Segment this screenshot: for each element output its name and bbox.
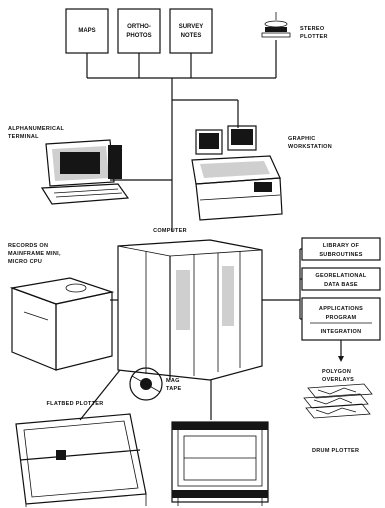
graphic-workstation-label-line2: WORKSTATION bbox=[288, 144, 332, 150]
applications-label-line3: INTEGRATION bbox=[321, 329, 362, 335]
georelational-label-line1: GEORELATIONAL bbox=[315, 273, 366, 279]
polygon-overlays-illustration bbox=[304, 384, 372, 418]
library-label-line1: LIBRARY OF bbox=[323, 243, 360, 249]
graphic-workstation-label-line1: GRAPHIC bbox=[288, 136, 315, 142]
alphanumerical-terminal-label-line1: ALPHANUMERICAL bbox=[8, 126, 64, 132]
orthophotos-label-line2: PHOTOS bbox=[126, 33, 151, 39]
maps-box: MAPS bbox=[66, 9, 108, 53]
computer-label: COMPUTER bbox=[153, 228, 187, 234]
maps-label: MAPS bbox=[78, 28, 95, 34]
survey-notes-label-line2: NOTES bbox=[181, 33, 202, 39]
flatbed-plotter-illustration bbox=[16, 414, 146, 507]
stereo-plotter-label-line2: PLOTTER bbox=[300, 34, 328, 40]
records-label-line1: RECORDS ON bbox=[8, 243, 48, 249]
library-of-subroutines-box: LIBRARY OF SUBROUTINES bbox=[302, 238, 380, 260]
drum-plotter-label: DRUM PLOTTER bbox=[312, 448, 359, 454]
records-label-line3: MICRO CPU bbox=[8, 259, 42, 265]
drum-plotter-illustration bbox=[172, 422, 268, 506]
stereo-plotter-label-line1: STEREO bbox=[300, 26, 325, 32]
polygon-overlays-label-line2: OVERLAYS bbox=[322, 377, 354, 383]
orthophotos-box: ORTHO- PHOTOS bbox=[118, 9, 160, 53]
library-label-line2: SUBROUTINES bbox=[319, 252, 362, 258]
applications-program-box: APPLICATIONS PROGRAM INTEGRATION bbox=[302, 298, 380, 340]
flatbed-plotter-label: FLATBED PLOTTER bbox=[47, 401, 104, 407]
mag-tape-label-line1: MAG bbox=[166, 378, 180, 384]
stereo-plotter-icon bbox=[262, 12, 290, 37]
georelational-data-base-box: GEORELATIONAL DATA BASE bbox=[302, 268, 380, 290]
applications-label-line2: PROGRAM bbox=[326, 315, 357, 321]
applications-label-line1: APPLICATIONS bbox=[319, 306, 363, 312]
georelational-label-line2: DATA BASE bbox=[324, 282, 358, 288]
survey-notes-label-line1: SURVEY bbox=[179, 24, 204, 30]
polygon-overlays-label-line1: POLYGON bbox=[322, 369, 351, 375]
alphanumerical-terminal-label-line2: TERMINAL bbox=[8, 134, 39, 140]
alphanumerical-terminal-illustration bbox=[42, 140, 128, 204]
records-label-line2: MAINFRAME MINI, bbox=[8, 251, 61, 257]
computer-mainframe-illustration bbox=[118, 240, 262, 380]
graphic-workstation-illustration bbox=[192, 126, 282, 220]
mag-tape-label-line2: TAPE bbox=[166, 386, 181, 392]
orthophotos-label-line1: ORTHO- bbox=[127, 24, 151, 30]
survey-notes-box: SURVEY NOTES bbox=[170, 9, 212, 53]
records-cpu-illustration bbox=[12, 278, 112, 370]
